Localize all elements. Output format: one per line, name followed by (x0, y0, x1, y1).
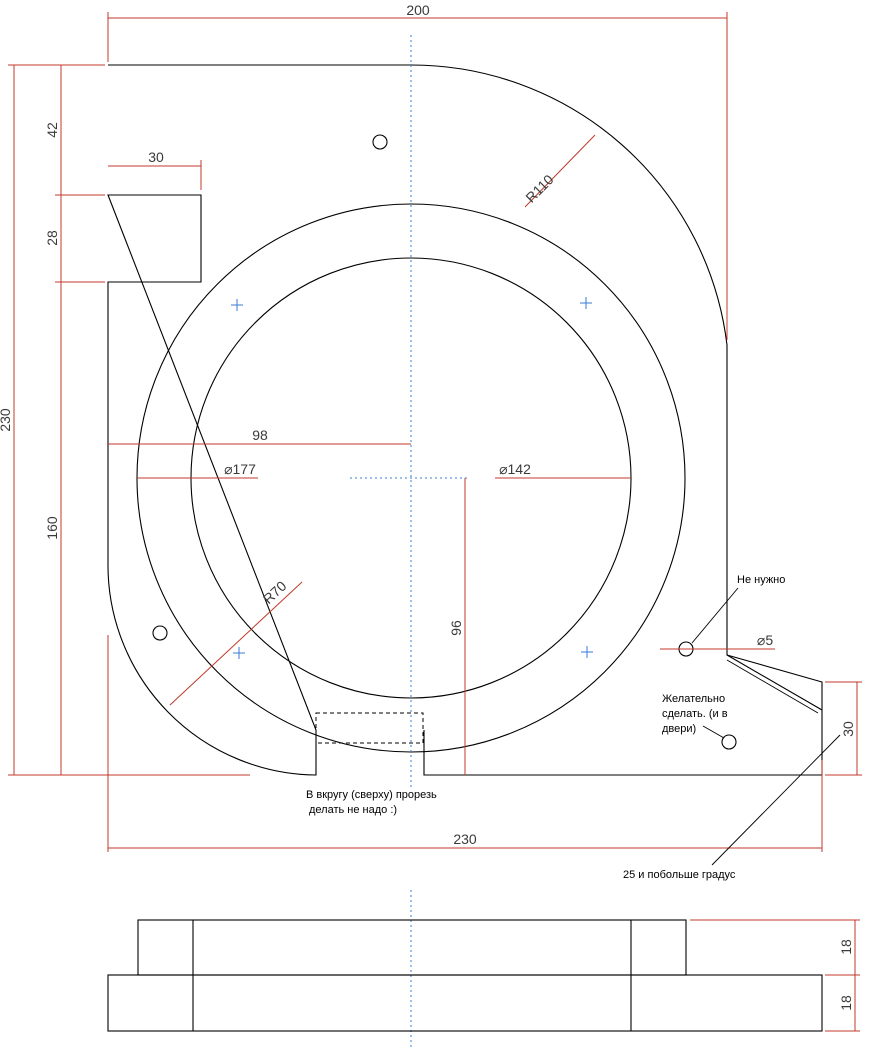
note-desirable-line1: Желательно (662, 693, 725, 705)
note-desirable-line2: сделать. (и в (662, 708, 728, 720)
cross-marker-bottom-left (233, 647, 245, 659)
note-cut-line1: В вкругу (сверху) прорезь (306, 789, 437, 801)
mount-hole-top (372, 134, 388, 150)
leader-desirable (702, 725, 725, 739)
cross-marker-bottom-right (581, 646, 593, 658)
note-angle: 25 и побольше градус (623, 869, 736, 881)
leader-angle (711, 734, 841, 866)
label-top-segment: 42 (44, 122, 60, 138)
dim-line-r70 (169, 581, 303, 706)
leader-not-needed (691, 587, 739, 644)
bolt-hole-markers (231, 297, 593, 659)
label-hole-dia: ⌀5 (757, 632, 773, 648)
centerlines (350, 35, 470, 1050)
label-offset-98: 98 (252, 427, 268, 443)
label-dia-small: ⌀142 (499, 461, 531, 477)
cross-marker-top-left (231, 299, 243, 311)
label-lower-height: 160 (44, 516, 60, 540)
note-desirable-line3: двери) (662, 723, 696, 735)
label-radius-inner: R70 (260, 578, 290, 607)
dimension-lines (8, 12, 862, 1032)
label-slot-depth: 30 (148, 149, 164, 165)
label-total-height: 230 (0, 408, 13, 432)
mount-hole-bottom-left (152, 625, 168, 641)
side-view-lower-plate (107, 974, 823, 1032)
cross-marker-top-right (580, 297, 592, 309)
label-side-lower-thickness: 18 (838, 995, 854, 1011)
side-view-upper-plate (137, 919, 687, 976)
label-slot-height: 28 (44, 230, 60, 246)
note-cut-line2: делать не надо :) (309, 804, 397, 816)
dim-line-r110 (524, 134, 596, 208)
annotations: Не нужно Желательно сделать. (и в двери)… (306, 574, 841, 881)
label-dia-large: ⌀177 (224, 461, 256, 477)
label-top-width: 200 (406, 2, 430, 18)
cut-slot-outline (315, 712, 424, 744)
outer-contour (107, 64, 823, 776)
label-offset-96: 96 (448, 620, 464, 636)
label-side-upper-thickness: 18 (838, 939, 854, 955)
side-view (107, 919, 823, 1032)
note-not-needed: Не нужно (737, 574, 785, 586)
chamfer-edge (726, 654, 823, 711)
leader-angle-top (726, 659, 819, 714)
label-bottom-width: 230 (453, 831, 477, 847)
dimension-labels: 200 230 230 42 28 160 30 R110 R70 98 ⌀17… (0, 2, 856, 1011)
label-radius-outer: R110 (522, 171, 556, 205)
mount-hole-door (721, 734, 737, 750)
label-right-step: 30 (840, 721, 856, 737)
